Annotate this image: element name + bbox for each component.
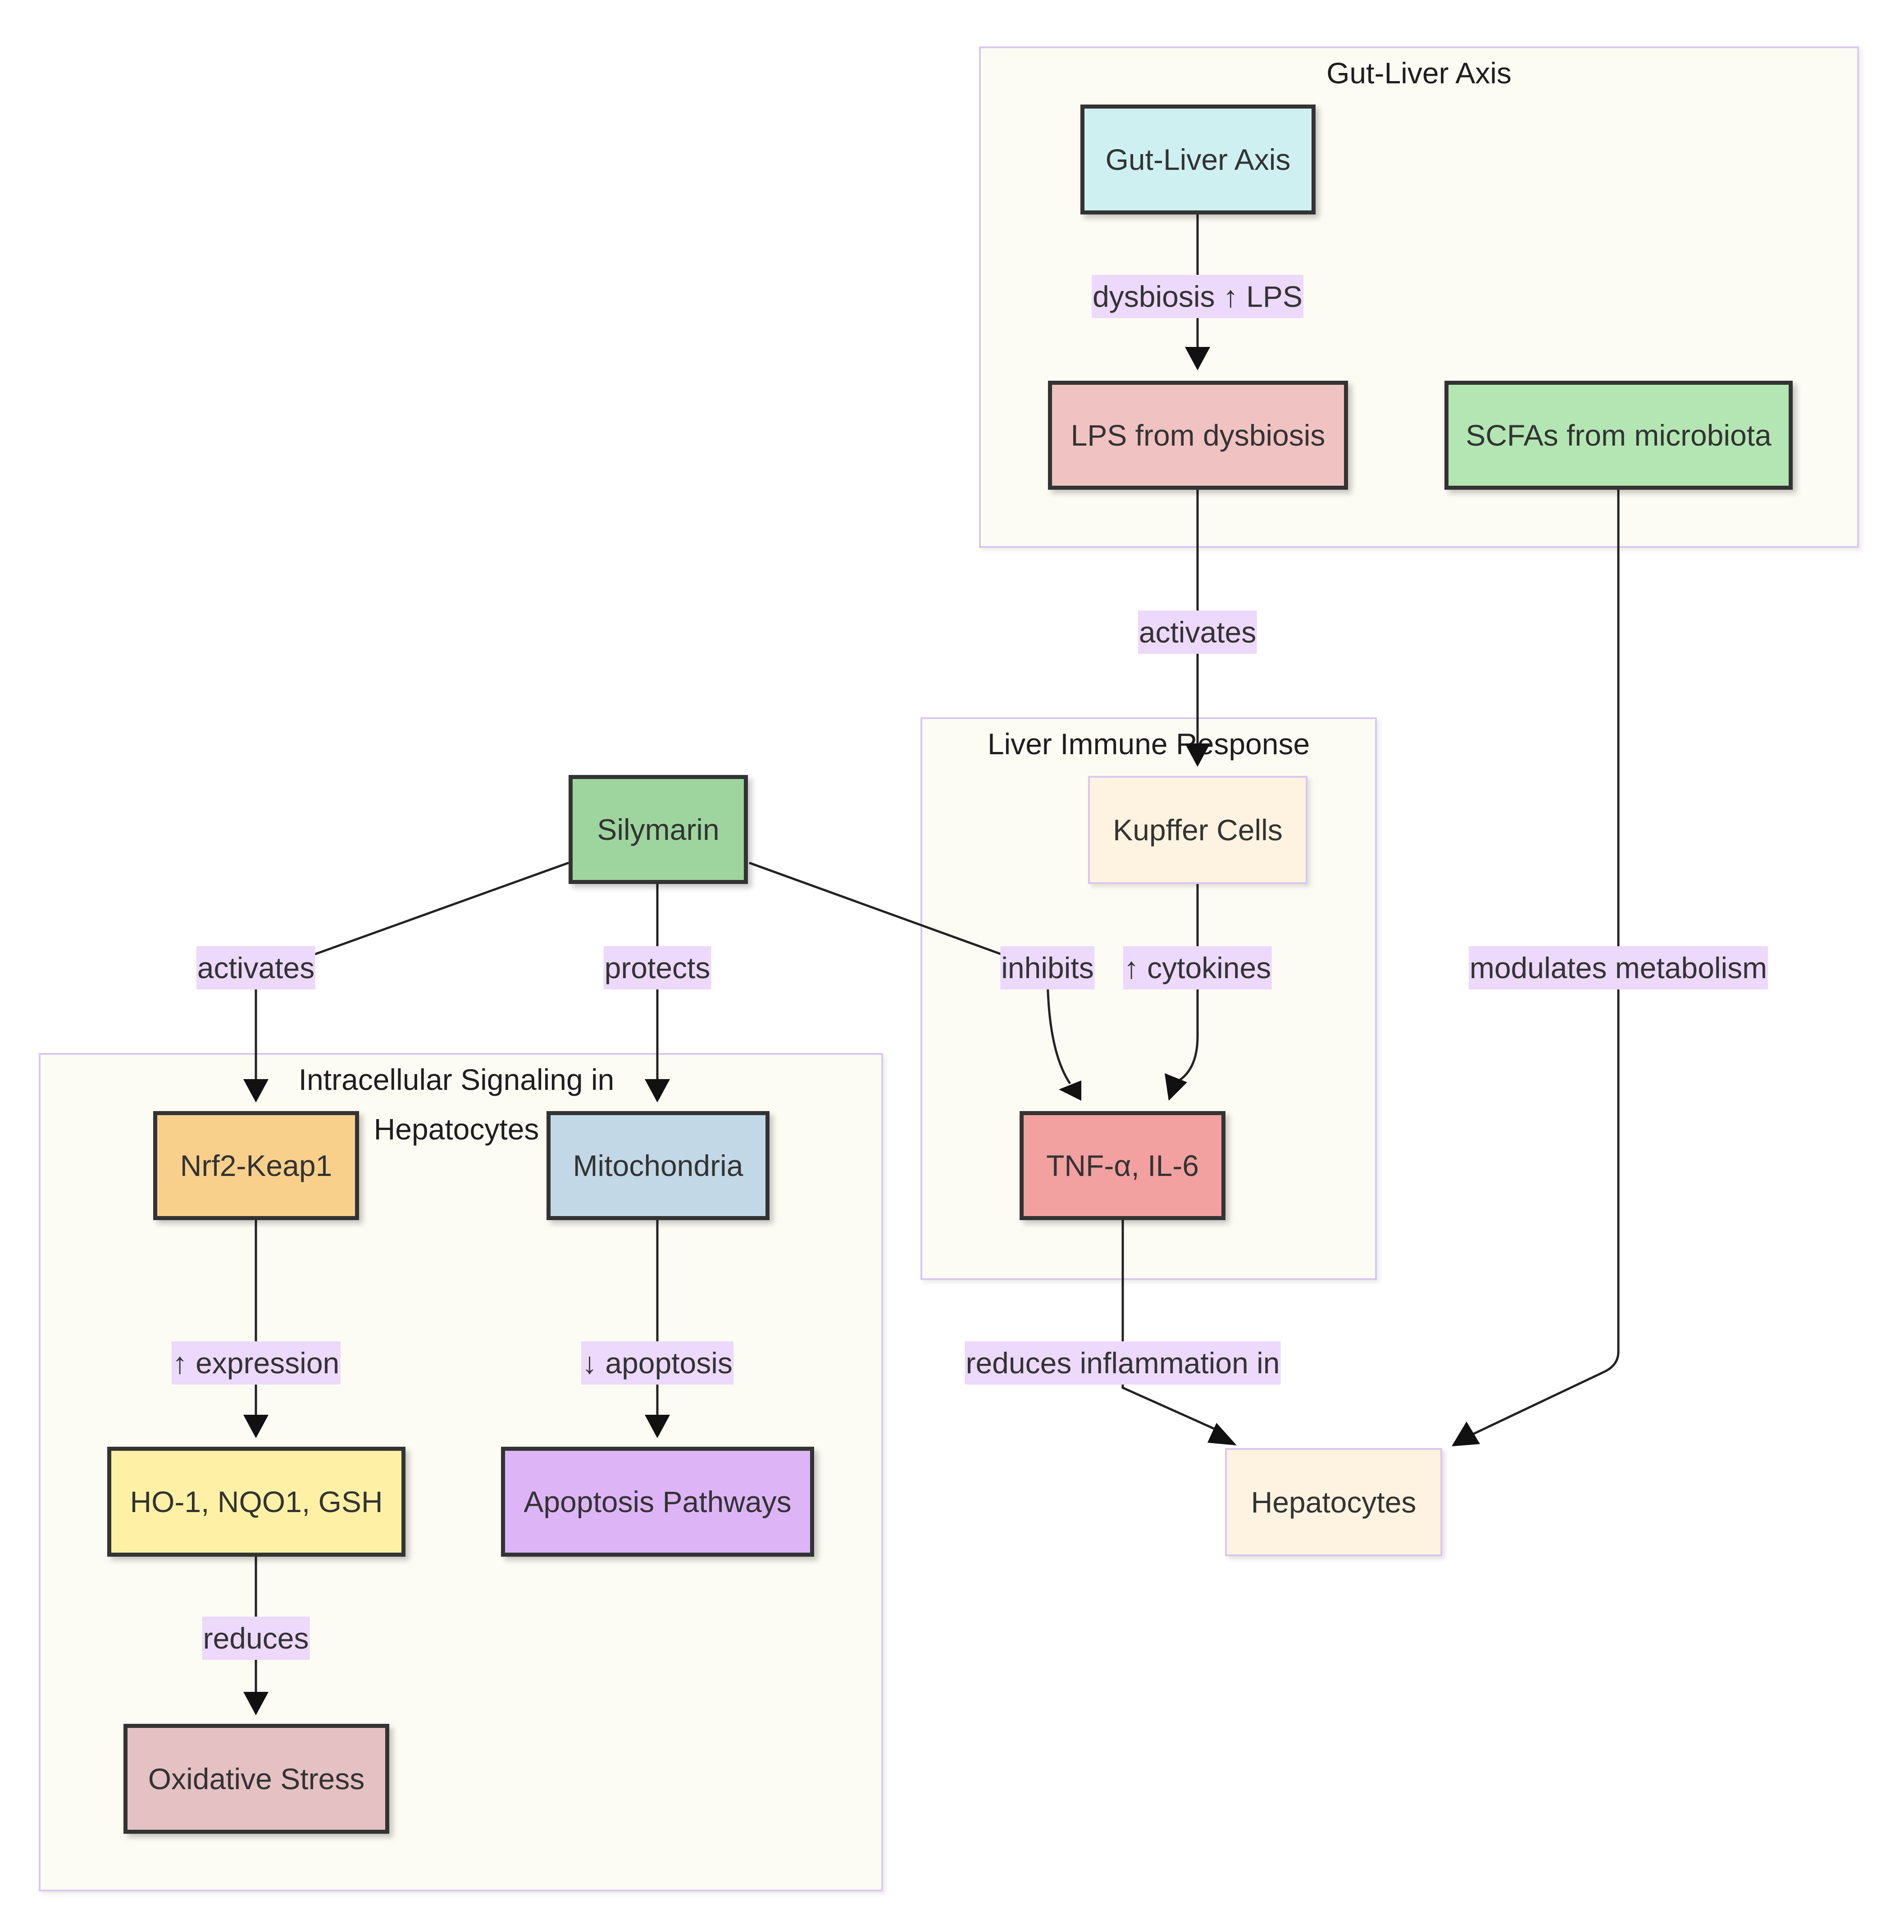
node-label: TNF-α, IL-6 [1046, 1149, 1199, 1182]
node-gut-liver-axis: Gut-Liver Axis [1080, 105, 1316, 214]
node-hepatocytes: Hepatocytes [1225, 1448, 1442, 1556]
node-apoptosis-pathways: Apoptosis Pathways [501, 1447, 814, 1557]
node-tnf-il6: TNF-α, IL-6 [1020, 1111, 1225, 1220]
edge-label-reduces-inflammation: reduces inflammation in [965, 1341, 1281, 1385]
node-label: Silymarin [597, 813, 720, 846]
edge-label-reduces: reduces [202, 1617, 310, 1660]
node-label: Mitochondria [573, 1149, 743, 1182]
edge-scfa-to-hepatocytes [1470, 490, 1620, 1436]
edge-label-apoptosis: ↓ apoptosis [581, 1341, 733, 1385]
node-label: LPS from dysbiosis [1070, 419, 1326, 452]
node-kupffer-cells: Kupffer Cells [1088, 776, 1307, 884]
node-label: Apoptosis Pathways [524, 1485, 792, 1518]
node-label: Gut-Liver Axis [1105, 143, 1291, 176]
node-label: Hepatocytes [1251, 1485, 1417, 1519]
node-silymarin: Silymarin [569, 775, 748, 884]
node-ho1-nqo1-gsh: HO-1, NQO1, GSH [107, 1447, 405, 1557]
node-label: Nrf2-Keap1 [180, 1149, 333, 1182]
node-scfas-from-microbiota: SCFAs from microbiota [1444, 381, 1793, 490]
node-mitochondria: Mitochondria [547, 1111, 770, 1220]
edge-tnf-to-hepatocytes [1121, 1220, 1224, 1434]
node-lps-from-dysbiosis: LPS from dysbiosis [1048, 381, 1348, 490]
edge-label-activates-nrf2: activates [196, 946, 316, 989]
edge-label-modulates: modulates metabolism [1468, 946, 1768, 989]
cluster-title: Gut-Liver Axis [1326, 56, 1512, 90]
edge-label-expression: ↑ expression [171, 1341, 341, 1385]
node-oxidative-stress: Oxidative Stress [123, 1724, 389, 1834]
cluster-title-line1: Intracellular Signaling in [298, 1063, 615, 1096]
node-label: Kupffer Cells [1113, 813, 1283, 847]
node-label: SCFAs from microbiota [1466, 419, 1772, 452]
edge-label-protects: protects [603, 946, 711, 989]
cluster-title: Liver Immune Response [987, 727, 1310, 761]
edge-label-cytokines: ↑ cytokines [1123, 946, 1272, 989]
cluster-title-line2: Hepatocytes [374, 1112, 539, 1146]
edge-label-inhibits: inhibits [1000, 946, 1095, 989]
edge-label-activates-kupffer: activates [1138, 611, 1257, 654]
node-nrf2-keap1: Nrf2-Keap1 [153, 1111, 359, 1220]
node-label: HO-1, NQO1, GSH [130, 1485, 383, 1518]
edge-label-dysbiosis: dysbiosis ↑ LPS [1092, 275, 1303, 318]
node-label: Oxidative Stress [148, 1762, 365, 1795]
